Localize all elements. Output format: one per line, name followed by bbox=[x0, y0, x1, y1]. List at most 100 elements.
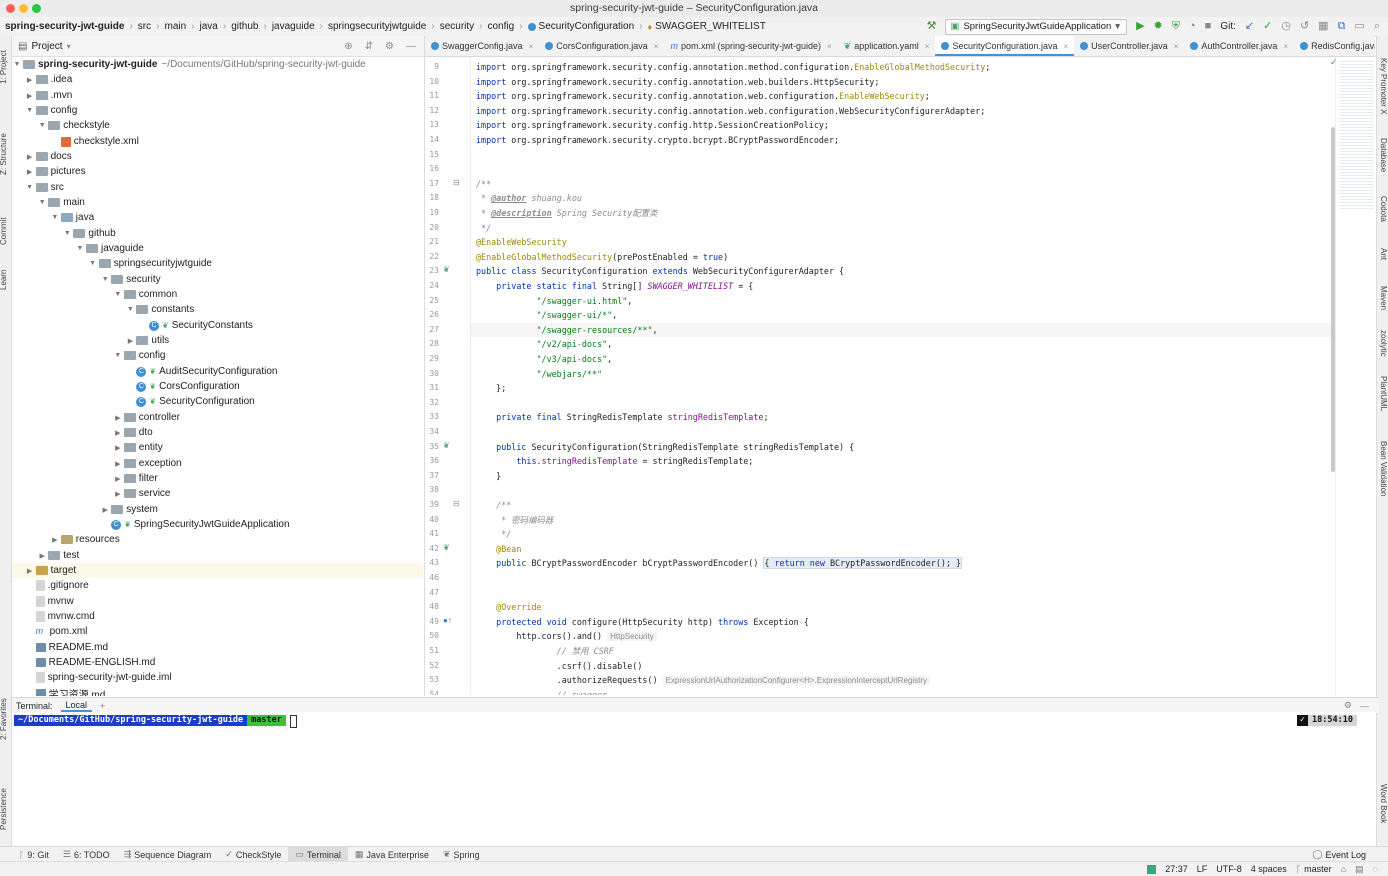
editor-scrollbar-thumb[interactable] bbox=[1331, 127, 1335, 472]
hide-icon[interactable]: — bbox=[1360, 700, 1369, 711]
tree-item[interactable]: ▶.idea bbox=[12, 72, 423, 87]
collapsed-arrow-icon[interactable]: ▶ bbox=[26, 92, 33, 100]
tool-window-button[interactable]: ✓CheckStyle bbox=[218, 847, 288, 862]
tool-window-button[interactable]: ⇶Sequence Diagram bbox=[117, 847, 219, 862]
tree-item[interactable]: ▶controller bbox=[12, 410, 423, 425]
breadcrumb-item[interactable]: ♦SWAGGER_WHITELIST bbox=[647, 21, 765, 32]
code-line[interactable]: import org.springframework.security.cryp… bbox=[476, 135, 840, 145]
right-tool-window-button[interactable]: Database bbox=[1379, 138, 1388, 173]
breadcrumb-item[interactable]: main bbox=[164, 21, 186, 32]
tree-item[interactable]: ▶dto bbox=[12, 425, 423, 440]
breadcrumb-item[interactable]: java bbox=[200, 21, 218, 32]
tree-item[interactable]: README-ENGLISH.md bbox=[12, 655, 423, 670]
tree-item[interactable]: ▶target bbox=[12, 563, 423, 578]
presentation-icon[interactable]: ▭ bbox=[1354, 20, 1365, 32]
breadcrumb-item[interactable]: springsecurityjwtguide bbox=[328, 21, 426, 32]
code-line[interactable]: import org.springframework.security.conf… bbox=[476, 91, 930, 101]
collapsed-arrow-icon[interactable]: ▶ bbox=[26, 153, 33, 161]
spring-bean-gutter-icon[interactable]: ❦ bbox=[443, 441, 450, 450]
left-tool-window-button[interactable]: Learn bbox=[0, 269, 8, 290]
code-line[interactable]: "/webjars/**" bbox=[536, 369, 603, 379]
tree-item[interactable]: ▶system bbox=[12, 502, 423, 517]
tree-item[interactable]: C❦SecurityConfiguration bbox=[12, 394, 423, 409]
search-everywhere-icon[interactable]: ⌕ bbox=[1373, 20, 1380, 32]
tree-item[interactable]: ▼config bbox=[12, 348, 423, 363]
editor-tab[interactable]: ❦application.yaml× bbox=[838, 36, 936, 56]
tree-item[interactable]: ▶test bbox=[12, 548, 423, 563]
tree-item[interactable]: ▼common bbox=[12, 287, 423, 302]
code-line[interactable]: "/v3/api-docs", bbox=[536, 354, 613, 364]
event-log-button[interactable]: ◯ Event Log bbox=[1312, 849, 1388, 860]
tree-item[interactable]: ▼security bbox=[12, 272, 423, 287]
tree-item[interactable]: ▶docs bbox=[12, 149, 423, 164]
tree-item[interactable]: ▶exception bbox=[12, 456, 423, 471]
right-tool-window-button[interactable]: Ant bbox=[1379, 248, 1388, 261]
expanded-arrow-icon[interactable]: ▼ bbox=[63, 230, 71, 237]
tree-item[interactable]: ▼constants bbox=[12, 302, 423, 317]
coverage-icon[interactable]: ⛨ bbox=[1171, 20, 1181, 32]
collapsed-arrow-icon[interactable]: ▶ bbox=[102, 506, 108, 514]
tree-item[interactable]: ▼checkstyle bbox=[12, 118, 423, 133]
tree-item[interactable]: mvnw bbox=[12, 594, 423, 609]
breadcrumb-item[interactable]: SecurityConfiguration bbox=[527, 21, 634, 32]
code-line[interactable]: public class SecurityConfiguration exten… bbox=[476, 266, 845, 276]
tree-item[interactable]: ▶filter bbox=[12, 471, 423, 486]
editor-tab[interactable]: CorsConfiguration.java× bbox=[539, 36, 664, 56]
inspection-ok-icon[interactable]: ✓ bbox=[1330, 57, 1338, 67]
code-line[interactable]: private final StringRedisTemplate string… bbox=[496, 412, 769, 422]
code-minimap[interactable]: ✓ bbox=[1330, 57, 1376, 695]
breadcrumb-item[interactable]: github bbox=[231, 21, 258, 32]
fold-icon[interactable]: ⊟ bbox=[453, 499, 460, 508]
editor-tab[interactable]: RedisConfig.java× bbox=[1294, 36, 1375, 56]
left-tool-window-button[interactable]: Z: Structure bbox=[0, 133, 8, 175]
code-line[interactable]: * @author shuang.kou bbox=[476, 193, 582, 203]
terminal-tab-local[interactable]: Local bbox=[60, 700, 93, 712]
gear-icon[interactable]: ⚙ bbox=[385, 40, 394, 52]
collapsed-arrow-icon[interactable]: ▶ bbox=[115, 414, 121, 422]
close-window-button[interactable] bbox=[6, 4, 15, 13]
tree-item[interactable]: ▼javaguide bbox=[12, 241, 423, 256]
code-line[interactable]: @Override bbox=[496, 602, 542, 612]
tree-item[interactable]: spring-security-jwt-guide.iml bbox=[12, 670, 423, 685]
breadcrumb-item[interactable]: spring-security-jwt-guide bbox=[5, 21, 124, 32]
chevron-down-icon[interactable]: ▾ bbox=[66, 41, 71, 51]
collapsed-arrow-icon[interactable]: ▶ bbox=[127, 337, 134, 345]
tree-item[interactable]: ▼config bbox=[12, 103, 423, 118]
collapse-all-icon[interactable]: ⇵ bbox=[364, 40, 374, 52]
expanded-arrow-icon[interactable]: ▼ bbox=[38, 122, 46, 129]
code-line[interactable]: import org.springframework.security.conf… bbox=[476, 120, 829, 130]
fold-icon[interactable]: ⊟ bbox=[453, 178, 460, 187]
tree-item[interactable]: ▼src bbox=[12, 180, 423, 195]
tree-item[interactable]: C❦AuditSecurityConfiguration bbox=[12, 364, 423, 379]
new-terminal-button[interactable]: + bbox=[100, 700, 106, 711]
expanded-arrow-icon[interactable]: ▼ bbox=[26, 107, 34, 114]
collapsed-arrow-icon[interactable]: ▶ bbox=[115, 490, 121, 498]
close-tab-icon[interactable]: × bbox=[528, 41, 534, 51]
tool-window-button[interactable]: ❦Spring bbox=[436, 847, 487, 862]
left-tool-window-button[interactable]: Commit bbox=[0, 217, 8, 245]
expanded-arrow-icon[interactable]: ▼ bbox=[89, 260, 97, 267]
expanded-arrow-icon[interactable]: ▼ bbox=[101, 276, 109, 283]
file-encoding[interactable]: UTF-8 bbox=[1216, 864, 1242, 874]
hide-icon[interactable]: — bbox=[406, 40, 416, 52]
collapsed-arrow-icon[interactable]: ▶ bbox=[26, 76, 33, 84]
code-line[interactable]: // swagger bbox=[476, 690, 608, 695]
collapsed-arrow-icon[interactable]: ▶ bbox=[39, 552, 45, 560]
tree-item[interactable]: ▼github bbox=[12, 226, 423, 241]
tool-window-button[interactable]: ▭Terminal bbox=[288, 847, 348, 862]
run-configuration-select[interactable]: ▣ SpringSecurityJwtGuideApplication ▾ bbox=[945, 18, 1128, 35]
code-line[interactable]: import org.springframework.security.conf… bbox=[476, 106, 986, 116]
notifications-icon[interactable]: ◌ bbox=[1372, 864, 1378, 874]
tree-item[interactable]: ▶service bbox=[12, 486, 423, 501]
stop-icon[interactable]: ■ bbox=[1204, 20, 1212, 32]
run-icon[interactable]: ▶ bbox=[1136, 20, 1145, 32]
collapsed-arrow-icon[interactable]: ▶ bbox=[52, 536, 58, 544]
right-tool-window-button[interactable]: zoolytic bbox=[1379, 330, 1388, 357]
memory-indicator-icon[interactable]: ▤ bbox=[1355, 863, 1364, 874]
breadcrumb-item[interactable]: config bbox=[488, 21, 515, 32]
tree-item[interactable]: 学习资源.md bbox=[12, 686, 423, 696]
status-plugin-icon[interactable] bbox=[1147, 864, 1157, 874]
close-tab-icon[interactable]: × bbox=[827, 41, 832, 51]
left-tool-window-button[interactable]: Persistence bbox=[0, 788, 8, 830]
